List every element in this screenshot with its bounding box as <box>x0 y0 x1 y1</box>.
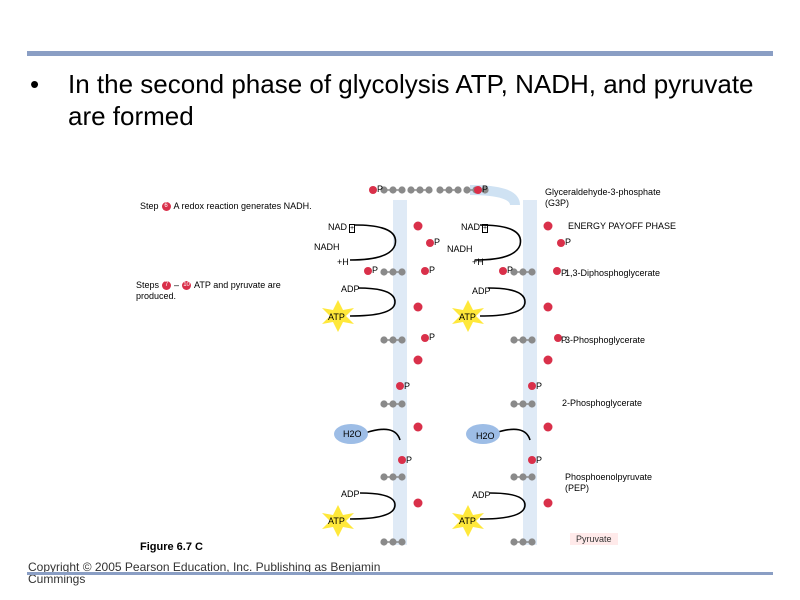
molecule-pyruvate-right <box>509 537 537 547</box>
flow-arrow-left <box>393 200 407 545</box>
label-adp-4: ADP <box>472 490 491 500</box>
molecule-2pg-left <box>379 399 407 409</box>
molecule-pep-left <box>379 472 407 482</box>
label-adp-1: ADP <box>341 284 360 294</box>
label-dpg: 1,3-Diphosphoglycerate <box>565 268 661 278</box>
bullet-dot: • <box>30 69 40 99</box>
label-2pg: 2-Phosphoglycerate <box>562 398 643 408</box>
bullet-text: In the second phase of glycolysis ATP, N… <box>68 69 754 131</box>
p-label-1: P <box>377 184 384 194</box>
label-water-left: H2O <box>343 429 362 439</box>
molecule-dpg-left <box>379 267 407 277</box>
label-water-right: H2O <box>476 431 495 441</box>
label-nadh-left: NADH <box>314 242 340 252</box>
label-atp-4: ATP <box>459 516 476 526</box>
label-adp-2: ADP <box>472 286 491 296</box>
water-ellipse-right <box>466 424 500 444</box>
p-label-5: P <box>372 265 379 275</box>
p-label-14: P <box>536 455 543 465</box>
p-label-8: P <box>561 268 568 278</box>
label-nad-right: NAD+ <box>461 222 489 233</box>
molecule-pyruvate-left <box>379 537 407 547</box>
label-nad-left: NAD+ <box>328 222 356 233</box>
flow-arrow-right <box>523 200 537 545</box>
bottom-rule <box>27 572 773 575</box>
phosphate-dots <box>364 186 565 464</box>
molecule-3pg-right <box>509 335 537 345</box>
molecule-dpg-right <box>509 267 537 277</box>
p-label-11: P <box>404 381 411 391</box>
copyright-text: Copyright © 2005 Pearson Education, Inc.… <box>28 560 381 586</box>
label-3pg: 3-Phosphoglycerate <box>565 335 646 345</box>
p-label-12: P <box>536 381 543 391</box>
label-g3p: Glyceraldehyde-3-phosphate (G3P) <box>545 187 661 208</box>
molecule-2pg-right <box>509 399 537 409</box>
label-atp-3: ATP <box>328 516 345 526</box>
p-label-6: P <box>429 265 436 275</box>
step-10-badge: 10 <box>182 281 192 291</box>
molecule-3pg-left <box>379 335 407 345</box>
figure-caption: Figure 6.7 C <box>140 541 203 553</box>
label-h-left: +H <box>337 257 349 267</box>
step-7-badge: 7 <box>162 281 172 291</box>
p-label-2: P <box>482 184 489 194</box>
step-badges <box>413 221 553 508</box>
step-6-badge: 6 <box>161 202 171 212</box>
label-pyruvate: Pyruvate <box>570 533 618 545</box>
p-label-13: P <box>406 455 413 465</box>
p-label-7: P <box>507 265 514 275</box>
molecule-pep-right <box>509 472 537 482</box>
p-label-3: P <box>434 237 441 247</box>
p-label-4: P <box>565 237 572 247</box>
p-label-10: P <box>561 335 568 345</box>
p-label-9: P <box>429 332 436 342</box>
label-atp-2: ATP <box>459 312 476 322</box>
label-adp-3: ADP <box>341 489 360 499</box>
top-rule <box>27 51 773 56</box>
label-h-right: +H <box>472 257 484 267</box>
label-atp-1: ATP <box>328 312 345 322</box>
label-pep: Phosphoenolpyruvate (PEP) <box>565 472 653 493</box>
label-phase: ENERGY PAYOFF PHASE <box>568 221 677 231</box>
molecule-g3p-left <box>379 185 434 195</box>
water-ellipse-left <box>334 424 368 444</box>
label-nadh-right: NADH <box>447 244 473 254</box>
